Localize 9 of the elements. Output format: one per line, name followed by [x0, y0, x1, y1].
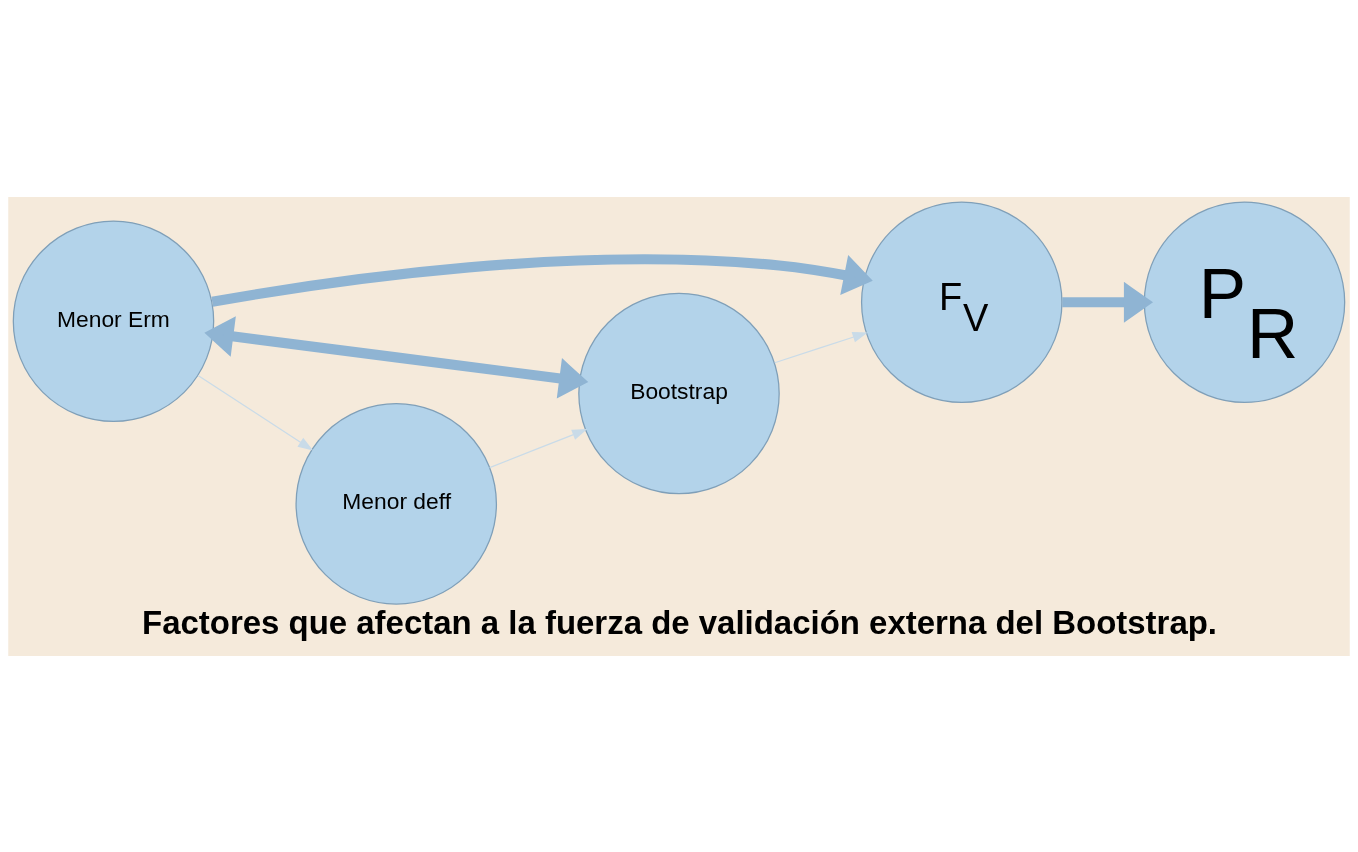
- arrow: [204, 315, 589, 399]
- arrow: [197, 374, 314, 450]
- arrow: [1062, 281, 1154, 323]
- arrow: [211, 253, 873, 307]
- node-circle: Bootstrap: [578, 292, 780, 494]
- caption: Factores que afectan a la fuerza de validación externa del Bootstrap.: [142, 603, 1218, 641]
- arrow: [489, 428, 588, 468]
- arrow: [774, 331, 868, 363]
- node-circle: Menor Erm: [12, 219, 215, 422]
